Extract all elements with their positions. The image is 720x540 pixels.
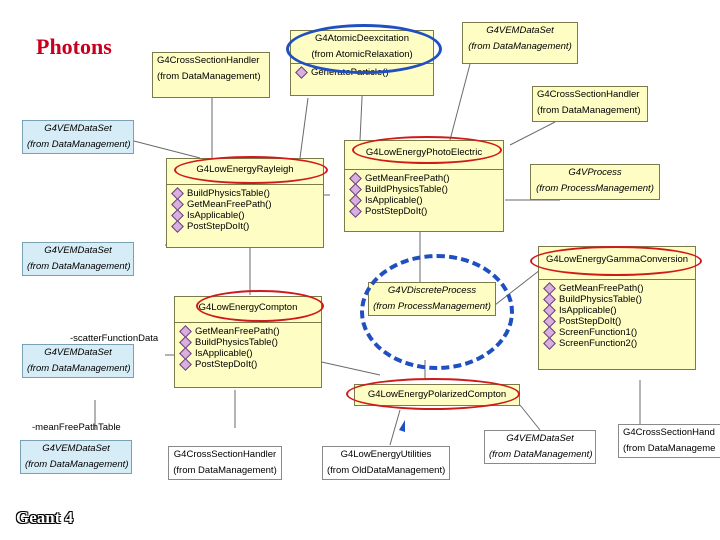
class-name: G4CrossSectionHandler (537, 89, 640, 100)
method-icon (543, 337, 556, 350)
package-name: (from OldDataManagement) (327, 465, 446, 476)
operation: ScreenFunction2() (543, 337, 692, 350)
method-icon (295, 66, 308, 79)
operation: IsApplicable() (171, 209, 320, 222)
diamond-marker (399, 420, 405, 432)
class-name: G4CrossSectionHandler (157, 55, 260, 66)
package-name: (from ProcessManagement) (536, 183, 654, 194)
operations: BuildPhysicsTable() GetMeanFreePath() Is… (167, 184, 323, 235)
operation: BuildPhysicsTable() (543, 293, 692, 306)
scatter-function-data-label: -scatterFunctionData (70, 333, 159, 344)
emdataset-bottom-left-class[interactable]: G4VEMDataSet (from DataManagement) (20, 440, 132, 474)
operation: PostStepDoIt() (349, 205, 500, 218)
operation: BuildPhysicsTable() (179, 336, 318, 349)
class-name: G4VEMDataSet (42, 443, 110, 454)
operation: GenerateParticle() (295, 66, 430, 79)
package-name: (from DataManageme (623, 443, 716, 454)
operations: GetMeanFreePath() BuildPhysicsTable() Is… (539, 279, 695, 352)
package-name: (from ProcessManagement) (373, 301, 491, 312)
atomic-deexcitation-class[interactable]: G4AtomicDeexcitation (from AtomicRelaxat… (290, 30, 434, 96)
class-name: G4CrossSectionHand (623, 427, 715, 438)
method-icon (349, 205, 362, 218)
package-name: (from DataManagement) (173, 465, 277, 476)
mean-free-path-table-label: -meanFreePathTable (32, 422, 121, 433)
operation: BuildPhysicsTable() (349, 183, 500, 196)
class-name: G4AtomicDeexcitation (315, 33, 409, 44)
class-name: G4LowEnergyGammaConversion (545, 254, 689, 265)
emdataset-left2-class[interactable]: G4VEMDataSet (from DataManagement) (22, 242, 134, 276)
low-energy-photoelectric-class[interactable]: G4LowEnergyPhotoElectric GetMeanFreePath… (344, 140, 504, 232)
class-name: G4LowEnergyRayleigh (196, 164, 294, 175)
operation: IsApplicable() (179, 347, 318, 360)
operations: GenerateParticle() (291, 63, 433, 81)
package-name: (from DataManagement) (489, 449, 593, 460)
vprocess-class[interactable]: G4VProcess (from ProcessManagement) (530, 164, 660, 200)
class-name: G4VDiscreteProcess (387, 285, 477, 296)
low-energy-gamma-conversion-class[interactable]: G4LowEnergyGammaConversion GetMeanFreePa… (538, 246, 696, 370)
operation: GetMeanFreePath() (171, 198, 320, 211)
package-name: (from DataManagement) (27, 139, 131, 150)
class-name: G4VEMDataSet (506, 433, 574, 444)
low-energy-rayleigh-class[interactable]: G4LowEnergyRayleigh BuildPhysicsTable() … (166, 158, 324, 248)
class-name: G4LowEnergyPhotoElectric (365, 147, 483, 158)
class-name: G4LowEnergyCompton (198, 302, 298, 313)
cross-section-handler-bottom-right-class[interactable]: G4CrossSectionHand (from DataManageme (618, 424, 720, 458)
cross-section-handler-right-class[interactable]: G4CrossSectionHandler (from DataManageme… (532, 86, 648, 122)
geant4-logo: Geant 4 (16, 508, 74, 527)
method-icon (179, 358, 192, 371)
emdataset-top-class[interactable]: G4VEMDataSet (from DataManagement) (462, 22, 578, 64)
operations: GetMeanFreePath() BuildPhysicsTable() Is… (175, 322, 321, 373)
vdiscrete-process-class[interactable]: G4VDiscreteProcess (from ProcessManageme… (368, 282, 496, 316)
operation: PostStepDoIt() (171, 220, 320, 233)
operation: GetMeanFreePath() (543, 282, 692, 295)
class-name: G4VEMDataSet (44, 245, 112, 256)
class-name: G4VProcess (568, 167, 622, 178)
package-name: (from DataManagement) (25, 459, 129, 470)
method-icon (171, 220, 184, 233)
operation: IsApplicable() (543, 304, 692, 317)
operation: ScreenFunction1() (543, 326, 692, 339)
emdataset-left3-class[interactable]: G4VEMDataSet (from DataManagement) (22, 344, 134, 378)
operation: GetMeanFreePath() (179, 325, 318, 338)
low-energy-compton-class[interactable]: G4LowEnergyCompton GetMeanFreePath() Bui… (174, 296, 322, 388)
class-name: G4CrossSectionHandler (173, 449, 277, 460)
operation: PostStepDoIt() (179, 358, 318, 371)
class-name: G4VEMDataSet (44, 347, 112, 358)
class-name: G4VEMDataSet (486, 25, 554, 36)
operation: BuildPhysicsTable() (171, 187, 320, 200)
package-name: (from DataManagement) (27, 261, 131, 272)
emdataset-bottom-right-class[interactable]: G4VEMDataSet (from DataManagement) (484, 430, 596, 464)
package-name: (from DataManagement) (468, 41, 572, 52)
low-energy-polarized-compton-class[interactable]: G4LowEnergyPolarizedCompton (354, 384, 520, 406)
low-energy-utilities-class[interactable]: G4LowEnergyUtilities (from OldDataManage… (322, 446, 450, 480)
class-name: G4VEMDataSet (44, 123, 112, 134)
operation: IsApplicable() (349, 194, 500, 207)
operation: GetMeanFreePath() (349, 172, 500, 185)
package-name: (from DataManagement) (537, 105, 641, 116)
emdataset-left1-class[interactable]: G4VEMDataSet (from DataManagement) (22, 120, 134, 154)
package-name: (from AtomicRelaxation) (311, 49, 413, 60)
package-name: (from DataManagement) (157, 71, 261, 82)
cross-section-handler-bottom-class[interactable]: G4CrossSectionHandler (from DataManageme… (168, 446, 282, 480)
operations: GetMeanFreePath() BuildPhysicsTable() Is… (345, 169, 503, 220)
class-name: G4LowEnergyPolarizedCompton (367, 389, 507, 400)
class-name: G4LowEnergyUtilities (340, 449, 432, 460)
operation: PostStepDoIt() (543, 315, 692, 328)
slide-title: Photons (36, 34, 112, 59)
package-name: (from DataManagement) (27, 363, 131, 374)
cross-section-handler-top-class[interactable]: G4CrossSectionHandler (from DataManageme… (152, 52, 270, 98)
